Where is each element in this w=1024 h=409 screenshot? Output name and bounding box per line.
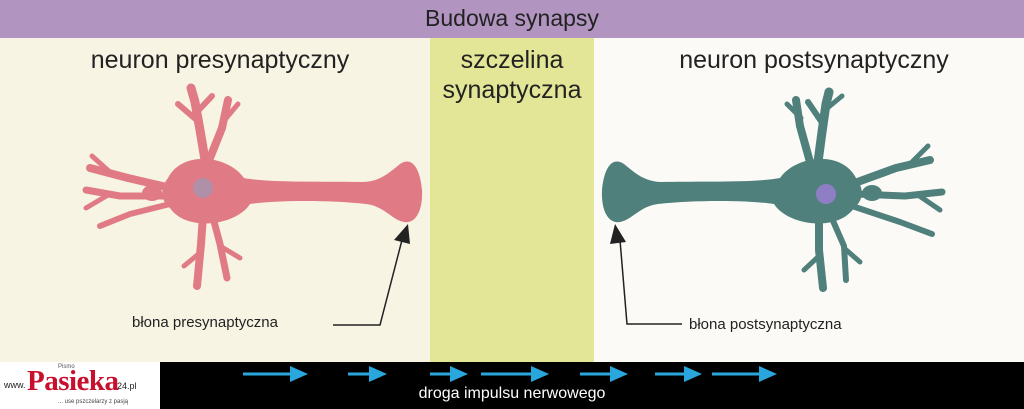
synaptic-cleft-panel: [430, 38, 594, 362]
impulse-arrow: [655, 366, 702, 382]
bottom-bar: [0, 362, 1024, 409]
presynaptic-heading: neuron presynaptyczny: [90, 46, 350, 74]
postsynaptic-neuron: [601, 87, 946, 292]
logo-suffix: 24.pl: [117, 381, 137, 391]
presynaptic-neuron: [82, 83, 423, 290]
site-logo[interactable]: www. Pismo Pasieka 24.pl ... use pszczel…: [0, 362, 160, 409]
postsynaptic-heading: neuron postsynaptyczny: [679, 46, 949, 74]
impulse-arrow: [430, 366, 468, 382]
cleft-heading-line2: synaptyczna: [442, 76, 582, 104]
logo-tagline: ... use pszczelarzy z pasją: [58, 399, 129, 405]
impulse-arrow: [712, 366, 777, 382]
impulse-arrow: [243, 366, 308, 382]
logo-name: Pasieka: [27, 365, 119, 397]
postsynaptic-membrane-label: błona postsynaptyczna: [689, 316, 842, 333]
impulse-caption: droga impulsu nerwowego: [418, 385, 606, 402]
postsynaptic-membrane-pointer: [610, 224, 682, 325]
impulse-arrow: [348, 366, 387, 382]
impulse-arrow: [481, 366, 549, 382]
impulse-arrows: [243, 366, 777, 382]
impulse-arrow: [580, 366, 628, 382]
presynaptic-membrane-label: błona presynaptyczna: [132, 314, 278, 331]
title-bar: [0, 0, 1024, 38]
diagram-title: Budowa synapsy: [425, 5, 599, 31]
cleft-heading-line1: szczelina: [460, 46, 564, 74]
logo-small-top: Pismo: [58, 364, 75, 370]
presynaptic-membrane-pointer: [333, 224, 410, 326]
logo-prefix: www.: [4, 380, 26, 390]
